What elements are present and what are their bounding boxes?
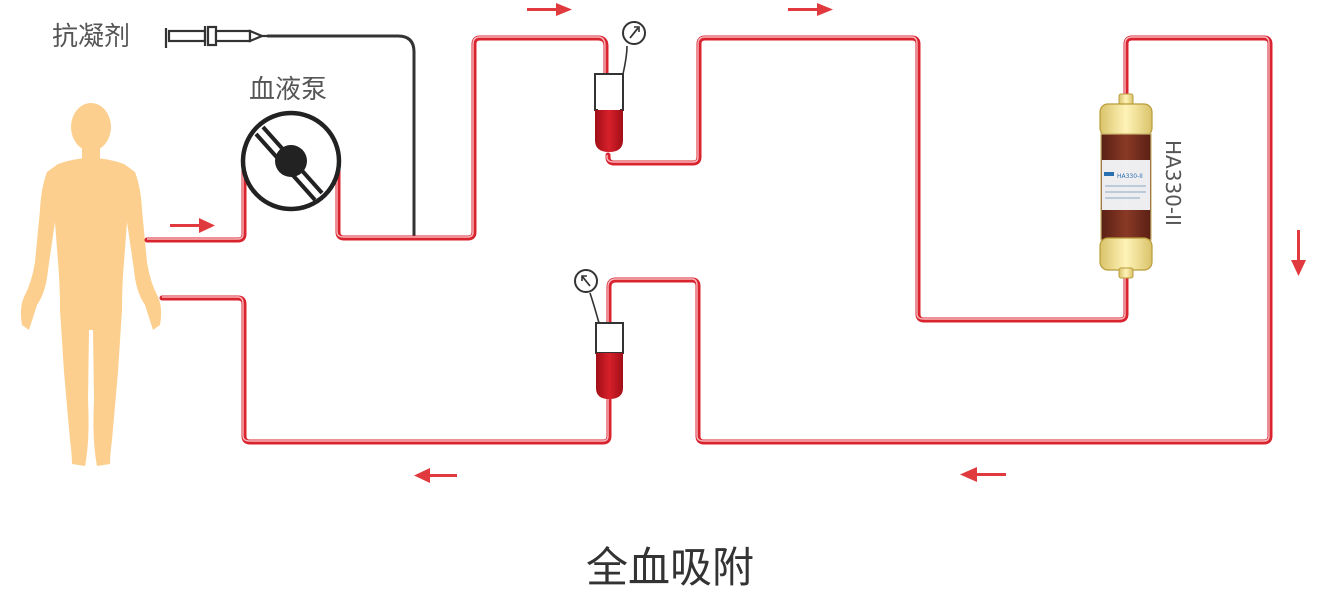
patient-figure-icon xyxy=(20,103,162,466)
syringe-icon xyxy=(164,25,270,48)
venous-drip-chamber-icon xyxy=(589,292,624,399)
blood-pump-label: 血液泵 xyxy=(249,75,327,105)
diagram-title: 全血吸附 xyxy=(586,543,754,592)
arrow-icon-left-2 xyxy=(960,467,1006,482)
arterial-pressure-gauge-icon xyxy=(622,21,646,45)
anticoagulant-label: 抗凝剂 xyxy=(52,22,130,52)
blood-circuit-tube-highlight xyxy=(147,36,1270,442)
arrow-icon-down xyxy=(1291,230,1306,276)
blood-circuit-tube xyxy=(144,35,1273,445)
column-brand-text: HA330-II xyxy=(1117,173,1143,180)
arrow-icon-right-1 xyxy=(527,3,572,16)
flow-arrow-icons xyxy=(170,3,1306,483)
arrow-icon-right-3 xyxy=(170,218,215,233)
arterial-drip-chamber-icon xyxy=(594,45,628,152)
roller-pump-icon xyxy=(240,110,342,212)
column-model-label: HA330-II xyxy=(1161,140,1185,226)
arrow-icon-right-2 xyxy=(788,3,833,16)
arrow-icon-left-1 xyxy=(414,468,457,483)
venous-pressure-gauge-icon xyxy=(574,269,598,293)
anticoagulant-line xyxy=(266,34,416,239)
adsorption-column-icon: HA330-II xyxy=(1099,93,1153,279)
